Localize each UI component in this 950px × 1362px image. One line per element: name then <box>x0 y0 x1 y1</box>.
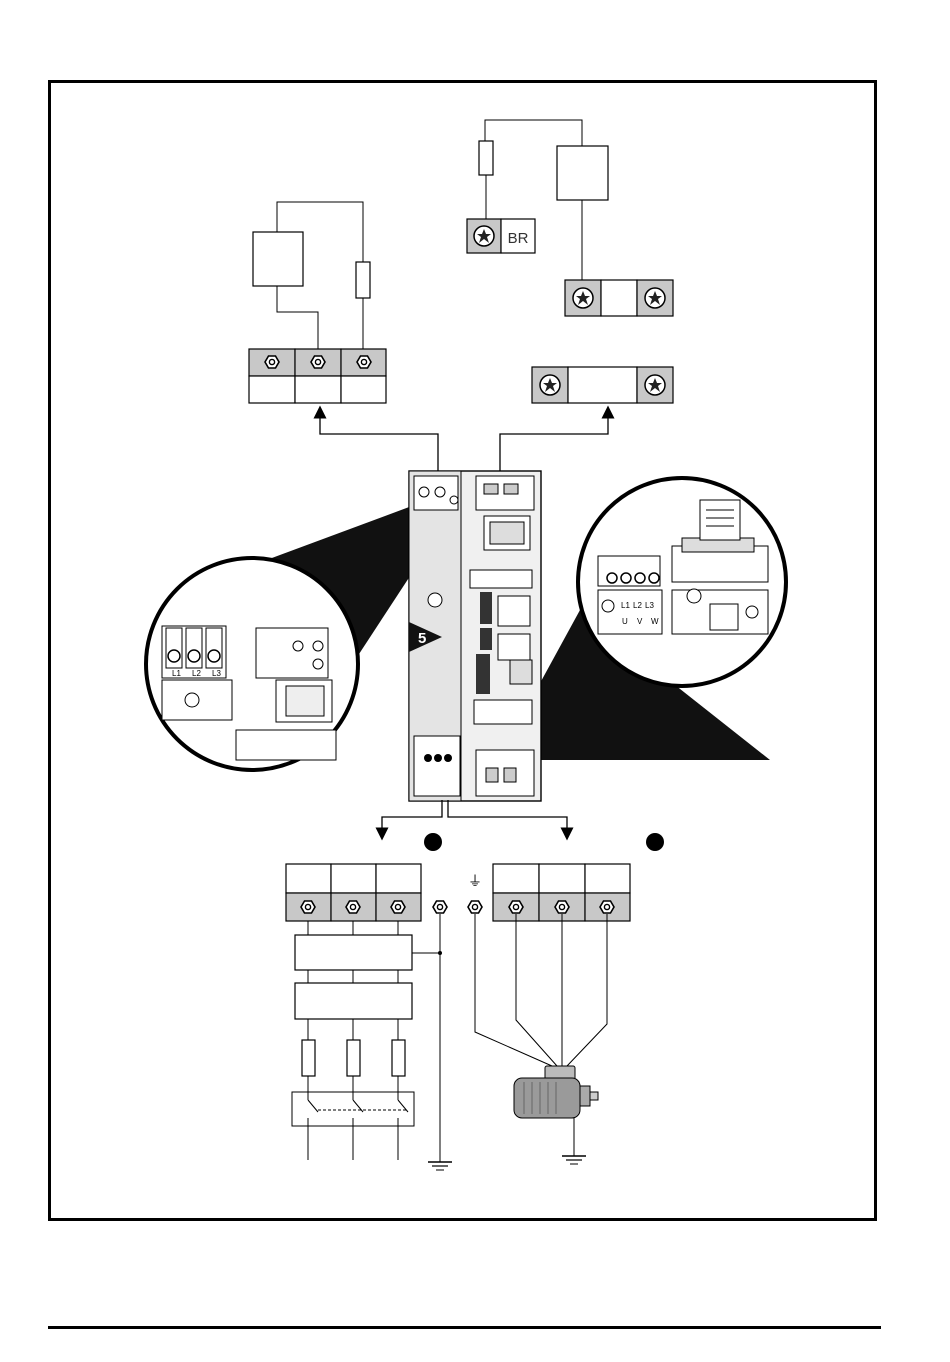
zoom-right-label-u: U <box>622 617 628 626</box>
motor-wiring <box>475 914 607 1066</box>
brake-resistor <box>557 146 608 200</box>
marker-dot-left <box>424 833 442 851</box>
supply-fuse-2 <box>347 1040 360 1076</box>
marker-dot-right <box>646 833 664 851</box>
control-box <box>253 232 303 286</box>
connector-arrows-top <box>320 412 608 475</box>
control-circuit <box>253 202 370 349</box>
zoom-circle-left <box>146 558 358 770</box>
supply-terminal-block <box>286 864 421 921</box>
zoom-right-label-v: V <box>637 617 643 626</box>
line-reactor <box>295 983 412 1019</box>
zoom-left-label-l1: L1 <box>172 669 181 678</box>
motor-icon <box>514 1066 598 1164</box>
earth-symbol: ⏚ <box>468 873 482 889</box>
zoom-right-label-l1: L1 <box>621 601 630 610</box>
control-terminal-block <box>249 349 386 403</box>
brake-fuse <box>479 141 493 175</box>
motor-terminal-block <box>493 864 630 921</box>
dc-bus-terminal-lower <box>532 367 673 403</box>
brake-terminal-label: BR <box>508 230 529 247</box>
control-fuse <box>356 262 370 298</box>
supply-earth-stud <box>433 901 447 913</box>
supply-fuse-1 <box>302 1040 315 1076</box>
emc-filter <box>295 935 412 970</box>
zoom-left-label-l2: L2 <box>192 669 201 678</box>
zoom-right-label-l3: L3 <box>645 601 654 610</box>
zoom-circle-right <box>578 478 786 686</box>
connector-arrows-bottom <box>382 800 567 834</box>
zoom-right-label-l2: L2 <box>633 601 642 610</box>
supply-wiring <box>292 914 452 1170</box>
supply-fuse-3 <box>392 1040 405 1076</box>
zoom-right-label-w: W <box>651 617 659 626</box>
motor-earth-stud <box>468 901 482 913</box>
zoom-left-label-l3: L3 <box>212 669 221 678</box>
dc-bus-terminal-upper <box>565 280 673 316</box>
drive-badge: 5 <box>418 630 426 647</box>
brake-resistor-circuit <box>467 120 608 280</box>
drive-unit <box>409 471 541 801</box>
